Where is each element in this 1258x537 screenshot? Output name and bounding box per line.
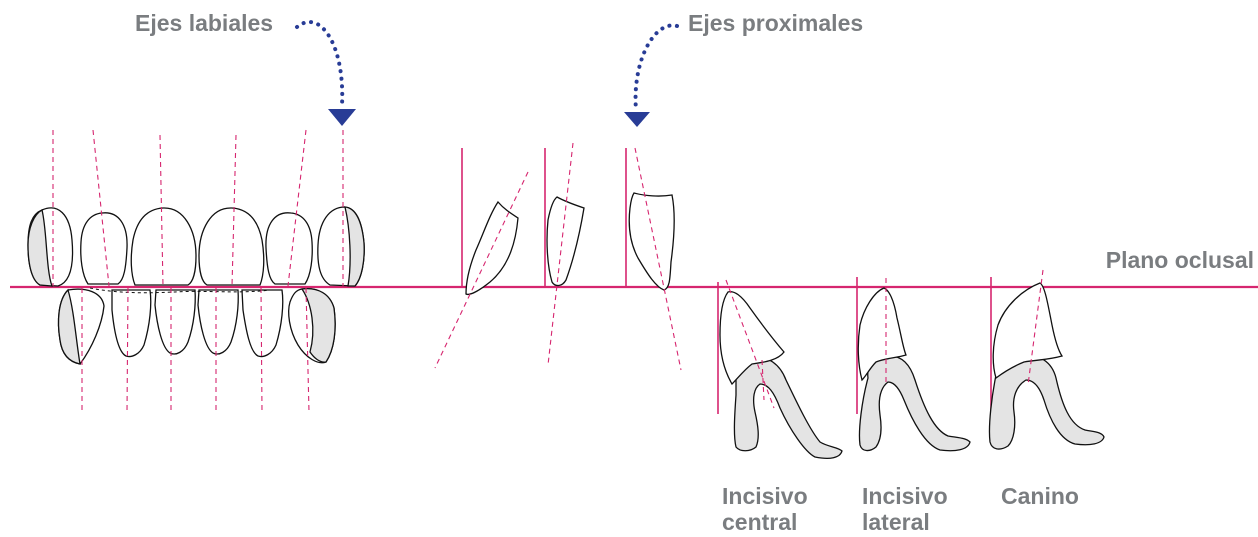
labial-axes-label: Ejes labiales	[135, 10, 273, 36]
lower-right-central	[155, 290, 195, 354]
canine-section	[989, 270, 1104, 449]
occlusal-plane-label: Plano oclusal	[1106, 247, 1254, 273]
tooth-sections	[718, 270, 1104, 458]
proximal-view	[435, 25, 681, 370]
central-incisor-section	[720, 280, 842, 458]
upper-right-central	[131, 208, 196, 285]
lateral-incisor-section	[858, 278, 970, 451]
central-incisor-label: Incisivo central	[722, 483, 808, 535]
upper-teeth	[28, 207, 364, 286]
labial-axes-arrow	[297, 22, 356, 126]
upper-right-lateral	[81, 213, 127, 284]
proximal-axes-arrow	[624, 25, 677, 127]
lateral-incisor-label: Incisivo lateral	[862, 483, 948, 535]
proximal-tooth-3	[629, 193, 674, 290]
lower-right-lateral	[112, 290, 151, 357]
canine-label: Canino	[1001, 483, 1079, 509]
upper-left-central	[199, 208, 264, 285]
lower-left-lateral	[242, 290, 283, 357]
lower-left-central	[198, 290, 238, 354]
proximal-axes-label: Ejes proximales	[688, 10, 863, 36]
lower-teeth	[59, 288, 336, 364]
frontal-view	[28, 22, 364, 412]
